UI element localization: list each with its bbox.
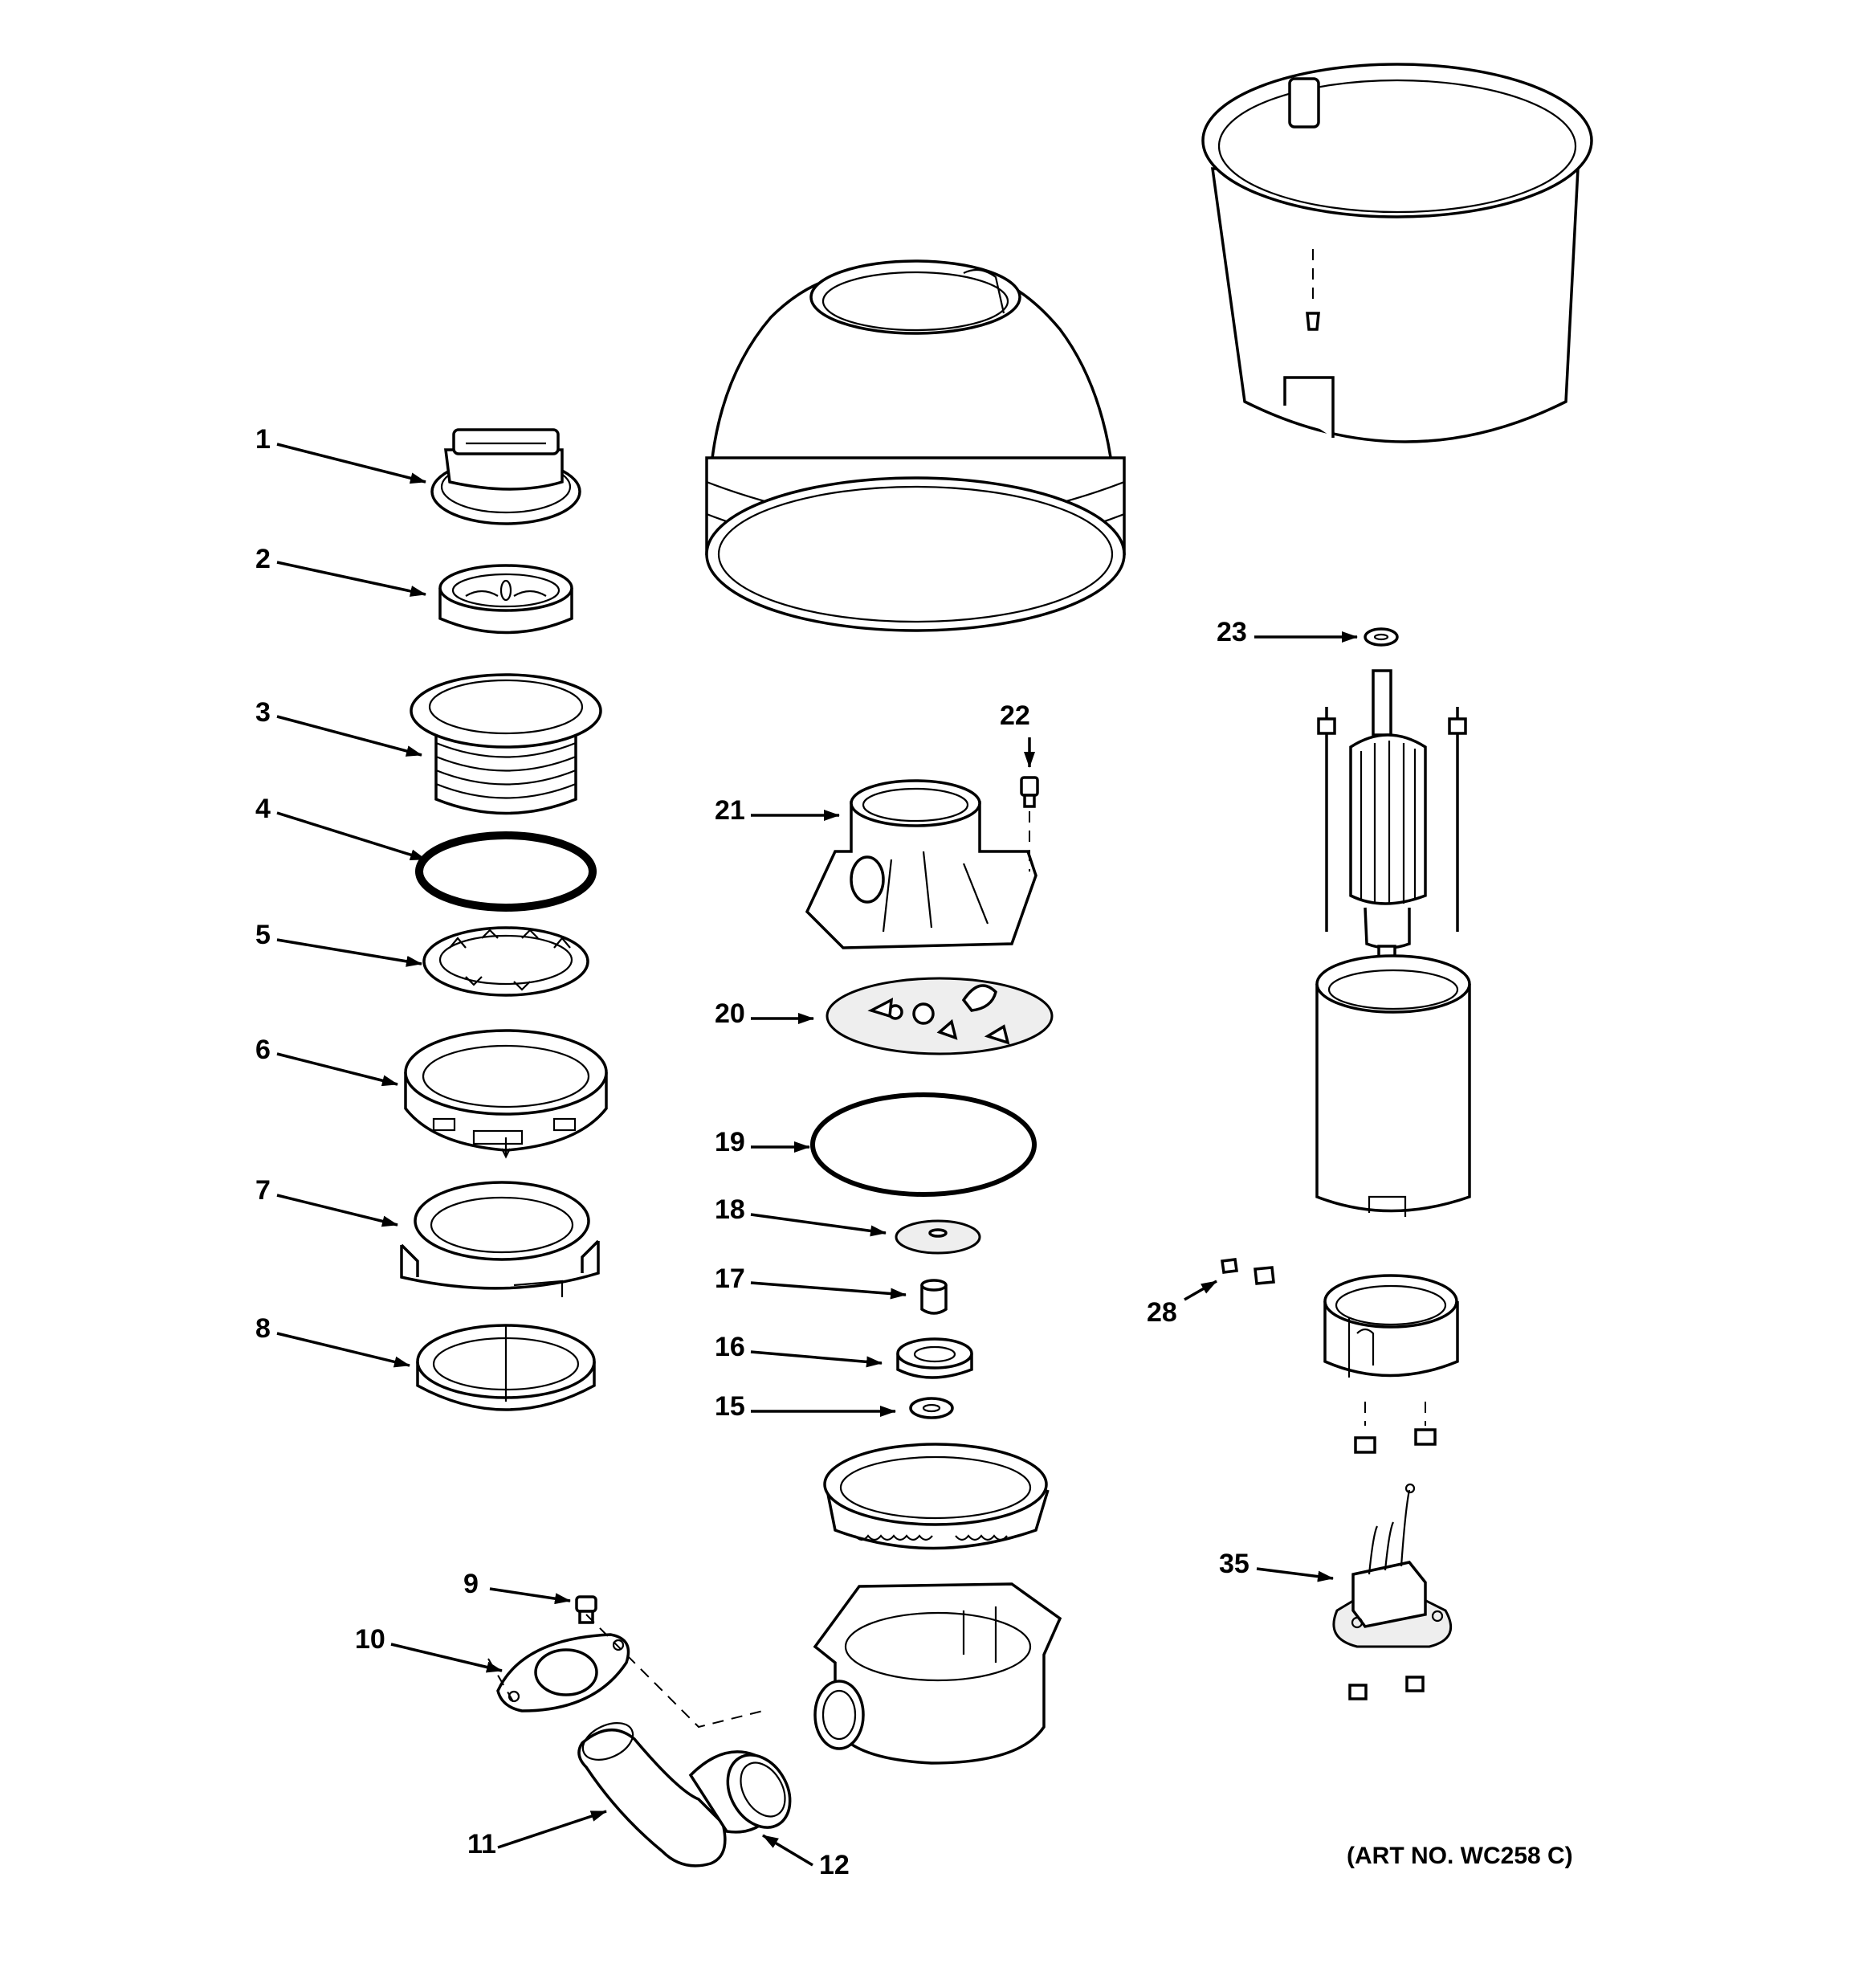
callout-10: 10: [355, 1624, 385, 1655]
end-bell: [1323, 1274, 1459, 1378]
part-16-bearing: [896, 1337, 973, 1379]
callout-8: 8: [255, 1313, 271, 1344]
callout-5: 5: [255, 920, 271, 950]
callout-6: 6: [255, 1035, 271, 1065]
callout-4: 4: [255, 794, 271, 824]
part-35-switch: [1332, 1483, 1453, 1700]
part-3-sink-flange: [410, 673, 602, 815]
callout-20: 20: [715, 998, 745, 1029]
part-2-splash-guard: [438, 564, 573, 635]
callout-16: 16: [715, 1332, 745, 1362]
lower-housing: [813, 1582, 1062, 1765]
part-10-discharge-flange: [487, 1614, 764, 1729]
callout-35: 35: [1219, 1549, 1249, 1579]
part-17-sleeve: [920, 1279, 948, 1315]
part-15-washer: [909, 1397, 954, 1419]
part-8-gasket: [416, 1324, 596, 1411]
callout-19: 19: [715, 1127, 745, 1157]
part-21-upper-housing: [805, 779, 1037, 949]
callout-9: 9: [463, 1569, 479, 1599]
part-28-brushes: [1221, 1258, 1275, 1285]
callout-7: 7: [255, 1175, 271, 1206]
callout-18: 18: [715, 1194, 745, 1225]
part-6-mounting-ring: [404, 1029, 608, 1159]
part-1-stopper: [430, 428, 581, 525]
callout-21: 21: [715, 795, 745, 826]
outer-shell: [1201, 63, 1593, 443]
part-5-backup-ring: [422, 926, 589, 997]
part-12-coupling: [726, 1753, 792, 1829]
callout-28: 28: [1147, 1297, 1177, 1328]
part-22-screw: [1020, 776, 1039, 872]
shredder-ring: [823, 1443, 1050, 1550]
callout-leaders: [276, 443, 1358, 1867]
part-19-seal-ring: [810, 1092, 1037, 1197]
callout-1: 1: [255, 424, 271, 455]
callout-23: 23: [1217, 617, 1247, 647]
art-number: (ART NO. WC258 C): [1347, 1843, 1573, 1869]
part-23-washer: [1364, 627, 1399, 647]
callout-11: 11: [467, 1829, 496, 1859]
callout-15: 15: [715, 1391, 745, 1422]
callout-2: 2: [255, 544, 271, 574]
part-18-washer: [895, 1219, 981, 1255]
end-bell-nuts: [1354, 1402, 1437, 1454]
callout-17: 17: [715, 1263, 745, 1294]
callout-12: 12: [819, 1850, 850, 1880]
grinding-shell: [705, 259, 1126, 632]
part-9-screw: [575, 1595, 597, 1624]
callout-3: 3: [255, 697, 271, 728]
callout-labels: 1 2 3 4 5 6 7 8 9 10 11 12 15 16 17 18 1…: [255, 424, 1573, 1880]
rotor-assembly: [1317, 669, 1467, 965]
callout-22: 22: [1000, 700, 1030, 731]
part-4-fiber-gasket: [415, 831, 597, 912]
part-7-lower-mounting-ring: [400, 1181, 600, 1297]
stator-cylinder: [1315, 954, 1471, 1217]
part-20-turntable: [826, 977, 1054, 1055]
